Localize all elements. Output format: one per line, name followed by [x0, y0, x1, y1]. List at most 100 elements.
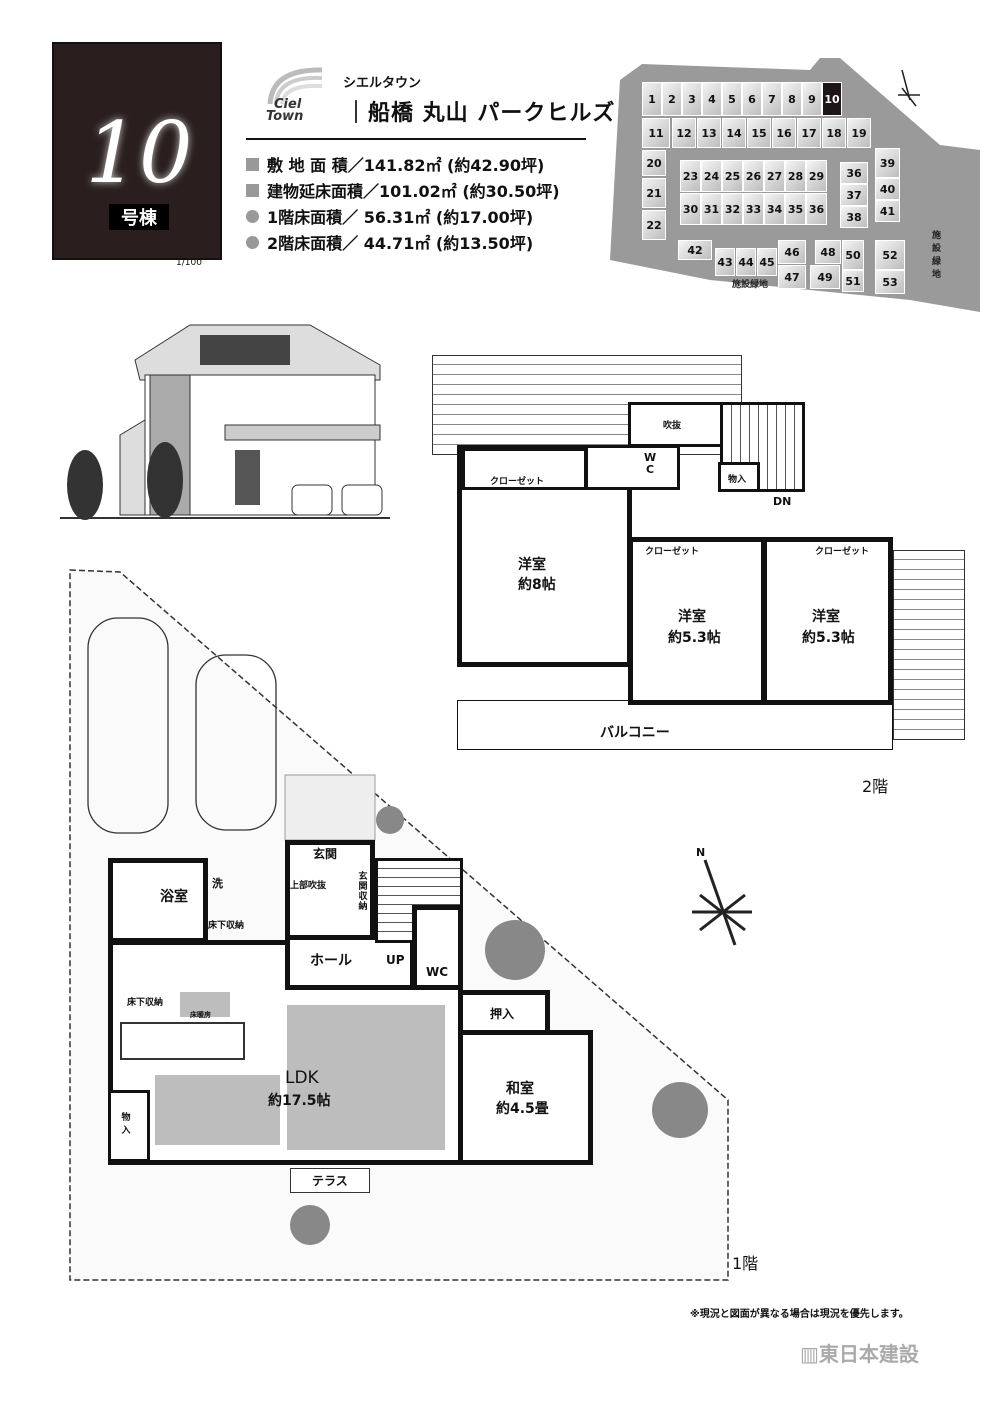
site-lot: 36 [806, 193, 827, 225]
bathroom [108, 858, 208, 943]
room3-closet-label: クローゼット [815, 547, 870, 557]
kitchen-counter [120, 1022, 245, 1060]
storage-2f [718, 462, 760, 492]
floor-heating-label: 床暖房 [190, 1011, 211, 1019]
site-lot: 35 [785, 193, 806, 225]
site-lot: 44 [736, 248, 756, 276]
oshiire-label: 押入 [490, 1007, 515, 1021]
storage-1f-label: 物入 [121, 1113, 131, 1136]
spec-total-floor: 建物延床面積／101.02㎡ (約30.50坪) [246, 178, 560, 202]
closet-main [462, 448, 587, 490]
company-logo: ▥東日本建設 [800, 1342, 919, 1366]
entrance-label: 玄関 [313, 847, 338, 861]
site-lot: 22 [642, 210, 666, 240]
site-lot: 49 [810, 265, 840, 289]
brand-kana: シエルタウン [343, 76, 422, 91]
development-title: ｜船橋 丸山 パークヒルズ｜ [345, 101, 639, 126]
bath-label: 浴室 [160, 889, 188, 905]
svg-text:Town: Town [266, 109, 303, 122]
underfloor1-label: 床下収納 [208, 921, 245, 931]
terrace [290, 1168, 370, 1193]
site-lot: 36 [840, 162, 868, 184]
site-lot: 41 [875, 200, 900, 222]
spec-1f-area: 1階床面積／ 56.31㎡ (約17.00坪) [246, 204, 533, 228]
underfloor2-label: 床下収納 [127, 998, 164, 1008]
building-number-badge: 10 号棟 [52, 42, 222, 260]
wc-2f-label: W C [644, 451, 657, 476]
site-lot: 31 [701, 193, 722, 225]
site-lot: 32 [722, 193, 743, 225]
site-lot: 45 [757, 248, 777, 276]
site-lot: 20 [642, 150, 666, 176]
void [628, 402, 723, 447]
site-lot: 23 [680, 160, 701, 192]
site-lot: 43 [715, 248, 735, 276]
green-label-right: 施設緑地 [932, 231, 942, 280]
hall-label: ホール [310, 953, 352, 969]
site-lot: 21 [642, 178, 666, 208]
green-label: 施設緑地 [732, 280, 769, 290]
site-lot: 12 [672, 118, 696, 148]
site-lot: 3 [682, 82, 702, 116]
site-lot: 14 [722, 118, 746, 148]
ldk-name: LDK [285, 1068, 319, 1088]
site-lot: 40 [875, 178, 900, 200]
room2-size: 約5.3帖 [668, 630, 721, 646]
site-lot: 37 [840, 184, 868, 206]
closet-main-label: クローゼット [490, 477, 545, 487]
compass-icon [692, 859, 752, 946]
floor2-label: 2階 [862, 777, 889, 796]
site-lot: 38 [840, 206, 868, 228]
svg-text:Ciel: Ciel [274, 97, 302, 112]
site-lot: 25 [722, 160, 743, 192]
site-lot: 10 [822, 82, 842, 116]
wc-1f [412, 905, 463, 990]
north-label: N [696, 846, 706, 859]
site-lot: 1 [642, 82, 662, 116]
site-lot: 30 [680, 193, 701, 225]
site-lot: 8 [782, 82, 802, 116]
site-lot: 13 [697, 118, 721, 148]
void-label: 吹抜 [663, 421, 682, 431]
washitsu-name: 和室 [506, 1081, 534, 1097]
site-lot: 46 [778, 240, 806, 264]
entrance-storage-label: 玄関収納 [358, 872, 368, 912]
room1-size: 約8帖 [518, 577, 556, 593]
floor1-label: 1階 [732, 1254, 759, 1273]
site-lot: 2 [662, 82, 682, 116]
site-lot: 16 [772, 118, 796, 148]
site-lot: 7 [762, 82, 782, 116]
hall [285, 935, 415, 990]
spec-site-area: 敷 地 面 積／141.82㎡ (約42.90坪) [246, 152, 544, 176]
room2-name: 洋室 [678, 609, 706, 625]
building-number: 10 [85, 104, 193, 202]
floor-heating-1 [155, 1075, 280, 1145]
balcony-label: バルコニー [600, 725, 670, 741]
site-lot: 50 [842, 240, 864, 270]
site-lot: 4 [702, 82, 722, 116]
room3-size: 約5.3帖 [802, 630, 855, 646]
floor-heating-3 [180, 992, 230, 1017]
wash-label: 洗 [212, 877, 223, 890]
washitsu-size: 約4.5畳 [496, 1101, 549, 1117]
upper-void-label: 上部吹抜 [290, 881, 327, 891]
elevation-drawing [60, 324, 390, 520]
site-lot: 15 [747, 118, 771, 148]
compass-icon [898, 69, 920, 107]
wc-1f-label: WC [426, 965, 449, 979]
site-lot: 42 [678, 240, 712, 260]
floor-heating-2 [287, 1005, 445, 1150]
room-western-5-3b [762, 537, 893, 705]
room2-closet-label: クローゼット [645, 547, 700, 557]
site-lot: 39 [875, 148, 900, 178]
site-lot: 5 [722, 82, 742, 116]
washitsu [458, 1030, 593, 1165]
up-label: UP [386, 953, 405, 967]
ciel-town-logo: Ciel Town [266, 67, 323, 122]
site-lot: 18 [822, 118, 846, 148]
site-lot: 6 [742, 82, 762, 116]
site-lot: 17 [797, 118, 821, 148]
building-suffix: 号棟 [109, 204, 169, 230]
disclaimer-note: ※現況と図面が異なる場合は現況を優先します。 [690, 1309, 909, 1320]
site-lot: 47 [778, 265, 806, 289]
